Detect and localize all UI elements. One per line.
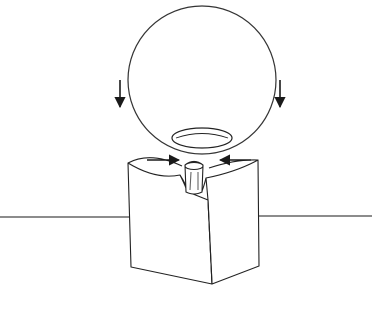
box-stand-icon — [127, 157, 260, 285]
fitting-pin-icon — [184, 160, 204, 195]
sphere-globe-icon — [127, 5, 277, 155]
sphere-opening-icon — [171, 127, 233, 149]
surface-line — [0, 215, 372, 218]
